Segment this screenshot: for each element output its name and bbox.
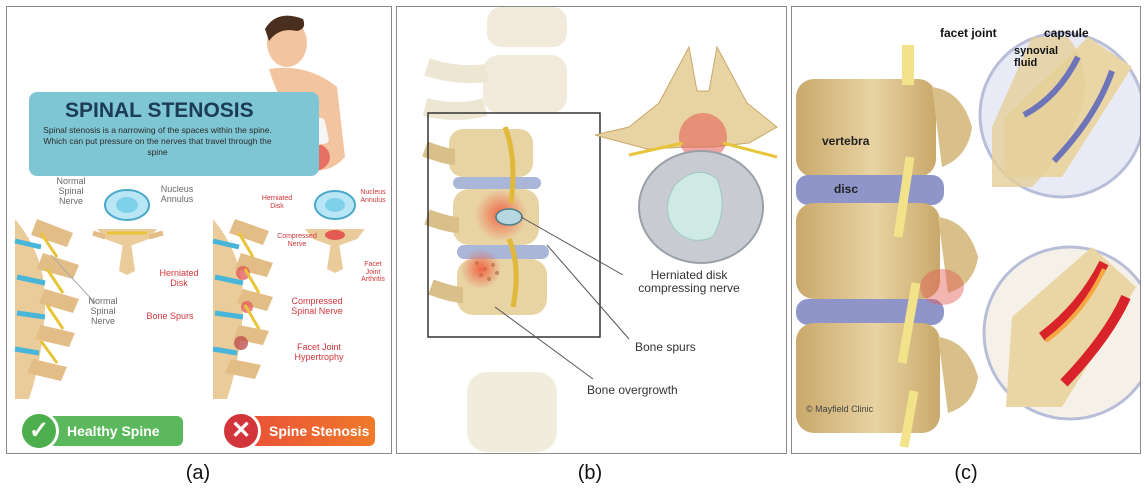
panel-a-spinal-stenosis-infographic: SPINAL STENOSIS Spinal stenosis is a nar…	[6, 6, 392, 454]
panel-c-facet-joint-illustration: facet joint capsule synovial fluid verte…	[791, 6, 1141, 454]
caption-a: (a)	[168, 462, 228, 485]
stenosis-spine-illustration	[213, 219, 273, 399]
label-nucleus-annulus-small: Nucleus Annulus	[357, 189, 389, 204]
label-facet-joint-hypertrophy: Facet Joint Hypertrophy	[289, 343, 349, 363]
label-normal-spinal-nerve-top: Normal Spinal Nerve	[51, 177, 91, 207]
label-normal-spinal-nerve-bottom: Normal Spinal Nerve	[83, 297, 123, 327]
label-bone-spurs: Bone spurs	[635, 341, 696, 354]
caption-b: (b)	[560, 462, 620, 485]
spine-stenosis-label: Spine Stenosis	[269, 423, 369, 439]
panel-c-illustration	[792, 7, 1140, 453]
check-icon: ✓	[19, 411, 59, 451]
spine-closeup	[425, 127, 549, 315]
label-capsule: capsule	[1044, 27, 1089, 40]
caption-c: (c)	[936, 462, 996, 485]
label-compressed-nerve-small: Compressed Nerve	[275, 233, 319, 248]
herniated-disc-cross-section	[305, 191, 365, 273]
label-herniated-disk-compressing-nerve: Herniated disk compressing nerve	[629, 269, 749, 295]
panel-b-herniated-disk-illustration: Herniated disk compressing nerve Bone sp…	[396, 6, 787, 454]
label-compressed-spinal-nerve: Compressed Spinal Nerve	[285, 297, 349, 317]
mayfield-clinic-watermark: © Mayfield Clinic	[806, 405, 873, 415]
arthritic-facet-joint-closeup	[984, 247, 1140, 419]
label-herniated-disk-small: Herniated Disk	[257, 195, 297, 210]
label-vertebra: vertebra	[822, 135, 869, 148]
infographic-title: SPINAL STENOSIS	[65, 99, 254, 122]
healthy-spine-label: Healthy Spine	[67, 423, 160, 439]
label-facet-joint-small: Facet Joint Arthritis	[357, 261, 389, 284]
label-bone-overgrowth: Bone overgrowth	[587, 384, 678, 397]
spine-stenosis-badge: ✕ Spine Stenosis	[225, 416, 375, 446]
cross-icon: ✕	[221, 411, 261, 451]
label-bone-spurs: Bone Spurs	[135, 312, 205, 322]
vertebral-column	[796, 45, 978, 447]
healthy-spine-badge: ✓ Healthy Spine	[23, 416, 183, 446]
vertebra-cross-section	[595, 47, 777, 263]
healthy-disc-cross-section	[93, 190, 163, 275]
label-synovial-fluid: synovial fluid	[1014, 45, 1058, 69]
label-herniated-disk: Herniated Disk	[155, 269, 203, 289]
healthy-facet-joint-closeup	[980, 33, 1140, 197]
infographic-description: Spinal stenosis is a narrowing of the sp…	[35, 125, 280, 158]
panel-a-illustration	[7, 7, 391, 453]
label-nucleus-annulus: Nucleus Annulus	[155, 185, 199, 205]
label-disc: disc	[834, 183, 858, 196]
label-facet-joint: facet joint	[940, 27, 997, 40]
